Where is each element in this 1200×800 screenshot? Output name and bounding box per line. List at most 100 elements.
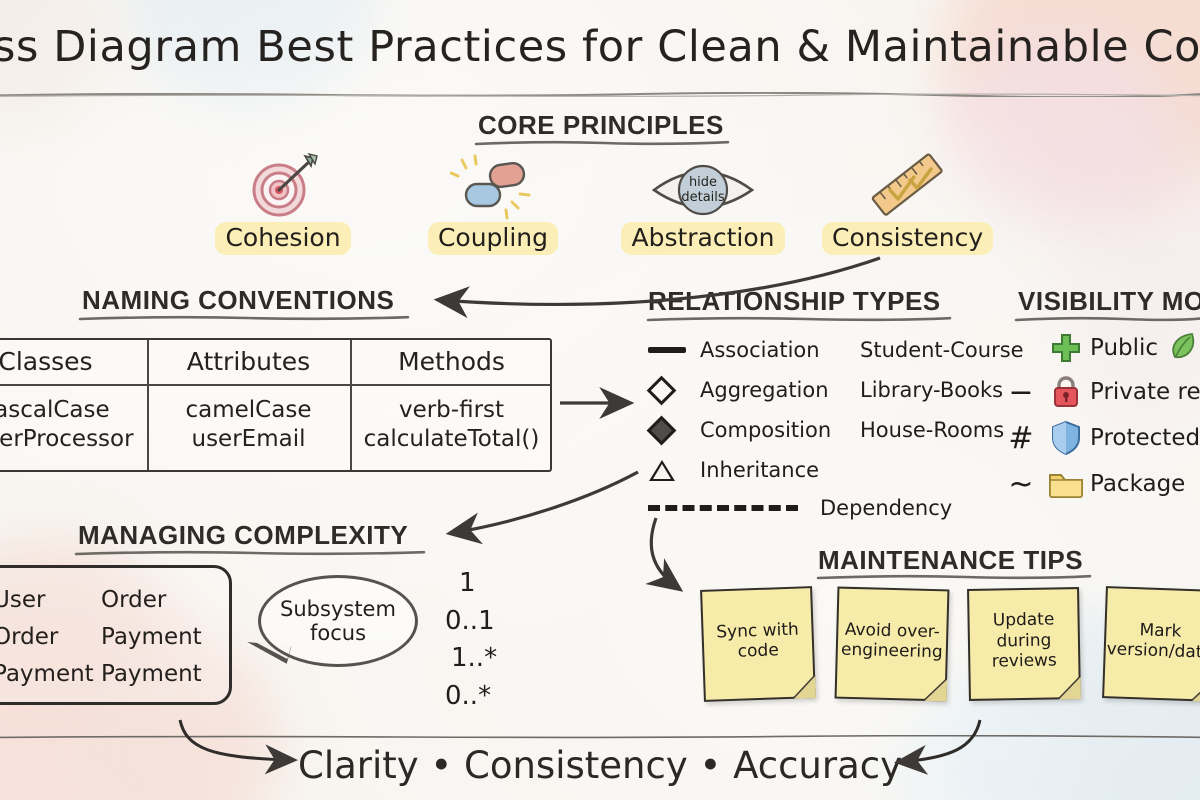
maintenance-tips-underline: [816, 574, 1092, 580]
visibility-symbol: #: [1008, 420, 1034, 456]
multiplicity-item: 0..*: [445, 681, 492, 712]
blue-shield-icon: [1042, 420, 1090, 456]
complexity-left-column: User Order Payment: [0, 582, 94, 692]
solid-line-icon: [648, 347, 700, 353]
table-body-attributes: camelCase userEmail: [147, 384, 350, 453]
relationship-example: Dependency: [820, 496, 953, 520]
table-column-classes: Classes: [0, 340, 147, 376]
relationship-types-underline: [646, 316, 952, 322]
eye-icon-text-line2: details: [681, 190, 725, 205]
principle-label: Coupling: [427, 222, 559, 255]
chain-link-icon: [408, 150, 578, 222]
managing-complexity-heading: MANAGING COMPLEXITY: [78, 520, 409, 550]
principle-cohesion[interactable]: Cohesion: [198, 150, 368, 255]
sticky-note-text: Update during reviews: [991, 609, 1058, 672]
multiplicity-item: 1: [459, 568, 476, 598]
bubble-line-1: Subsystem: [280, 596, 396, 621]
multiplicity-item: 0..1: [445, 605, 495, 636]
visibility-modifiers-underline: [1014, 316, 1200, 322]
relationship-row-composition[interactable]: Composition House-Rooms: [646, 415, 1004, 445]
table-cell: camelCase: [185, 397, 312, 423]
complexity-item: User: [0, 587, 46, 613]
relationship-name: Composition: [700, 418, 832, 442]
sticky-note[interactable]: Update during reviews: [967, 587, 1081, 701]
visibility-symbol: ~: [1008, 466, 1034, 502]
sticky-note[interactable]: Avoid over-engineering: [834, 586, 950, 702]
bubble-line-2: focus: [309, 621, 367, 645]
complexity-right-column: Order Payment Payment: [101, 582, 202, 692]
table-cell: verb-first: [398, 397, 505, 423]
naming-conventions-table: Classes Attributes Methods PascalCase Or…: [0, 338, 552, 472]
visibility-label: Private re: [1090, 379, 1200, 405]
footer-tagline: Clarity • Consistency • Accuracy: [297, 744, 902, 787]
complexity-item: Payment: [0, 660, 94, 687]
visibility-label: Package: [1090, 471, 1186, 497]
red-lock-icon: [1042, 374, 1090, 410]
table-header-divider: [0, 384, 550, 386]
table-column-divider-2: [350, 340, 352, 470]
core-principles-heading: CORE PRINCIPLES: [478, 110, 724, 140]
complexity-item: Payment: [101, 660, 202, 687]
sticky-note-text: Avoid over-engineering: [840, 619, 943, 663]
relationship-name: Inheritance: [700, 458, 820, 482]
green-plus-icon: [1042, 331, 1090, 365]
yellow-folder-icon: [1042, 468, 1090, 500]
eye-icon-text-line1: hide: [689, 175, 717, 190]
green-leaf-icon: [1170, 331, 1198, 365]
visibility-row-package[interactable]: ~ Package: [1000, 464, 1185, 504]
naming-conventions-heading: NAMING CONVENTIONS: [82, 285, 395, 315]
multiplicity-list: 1 0..1 1..* 0..*: [445, 565, 497, 716]
visibility-modifiers-heading: VISIBILITY MO: [1018, 286, 1200, 316]
maintenance-tips-heading: MAINTENANCE TIPS: [818, 545, 1084, 575]
dashed-line-icon: [648, 505, 816, 511]
relationship-example: Student-Course: [860, 338, 1024, 362]
principle-consistency[interactable]: Consistency: [822, 150, 994, 255]
principle-label: Abstraction: [621, 222, 785, 255]
table-header-cell: Methods: [398, 347, 505, 376]
relationship-row-inheritance[interactable]: Inheritance: [648, 455, 860, 485]
principle-coupling[interactable]: Coupling: [408, 150, 578, 255]
sticky-note-text: Mark version/date: [1106, 619, 1200, 663]
arrow-relationships-to-sticky-notes: [645, 517, 684, 592]
visibility-row-public[interactable]: + Public: [1000, 328, 1198, 368]
relationship-name: Association: [700, 338, 820, 362]
relationship-row-aggregation[interactable]: Aggregation Library-Books: [646, 375, 1004, 405]
sticky-note[interactable]: Sync with code: [700, 586, 816, 702]
table-body-classes: PascalCase OrderProcessor: [0, 384, 147, 453]
hollow-triangle-icon: [648, 459, 700, 481]
title-divider: [0, 92, 1200, 97]
relationship-row-association[interactable]: Association Student-Course: [648, 335, 1024, 365]
sticky-note-text: Sync with code: [715, 619, 800, 662]
principle-abstraction[interactable]: hide details Abstraction: [618, 150, 788, 255]
table-cell: userEmail: [191, 425, 306, 452]
managing-complexity-box: User Order Payment Order Payment Payment: [0, 565, 232, 705]
page-title: ass Diagram Best Practices for Clean & M…: [0, 22, 1200, 72]
visibility-label: Protected: [1090, 425, 1200, 451]
visibility-row-protected[interactable]: # Protected: [1000, 418, 1200, 458]
eye-icon: hide details: [618, 150, 788, 222]
subsystem-focus-bubble: Subsystem focus: [258, 575, 418, 667]
table-header-cell: Attributes: [186, 347, 311, 376]
sticky-note[interactable]: Mark version/date: [1102, 586, 1200, 702]
table-column-divider-1: [147, 340, 149, 470]
visibility-row-private[interactable]: − Private re: [1000, 372, 1200, 412]
table-body-methods: verb-first calculateTotal(): [350, 384, 553, 453]
filled-diamond-icon: [646, 415, 700, 445]
complexity-item: Payment: [101, 623, 202, 650]
principle-label: Cohesion: [215, 222, 351, 255]
relationship-example: Library-Books: [860, 378, 1004, 402]
principle-label: Consistency: [822, 222, 994, 255]
table-column-methods: Methods: [350, 340, 553, 376]
complexity-item: Order: [101, 587, 167, 613]
multiplicity-item: 1..*: [451, 643, 498, 674]
target-icon: [198, 150, 368, 222]
footer-divider: [0, 735, 1200, 739]
relationship-types-heading: RELATIONSHIP TYPES: [648, 286, 941, 316]
relationship-row-dependency[interactable]: Dependency: [648, 493, 952, 523]
relationship-name: Aggregation: [700, 378, 829, 402]
managing-complexity-underline: [74, 550, 426, 556]
ruler-icon: [822, 150, 992, 222]
core-principles-underline: [474, 140, 730, 146]
visibility-symbol: −: [1008, 374, 1034, 410]
